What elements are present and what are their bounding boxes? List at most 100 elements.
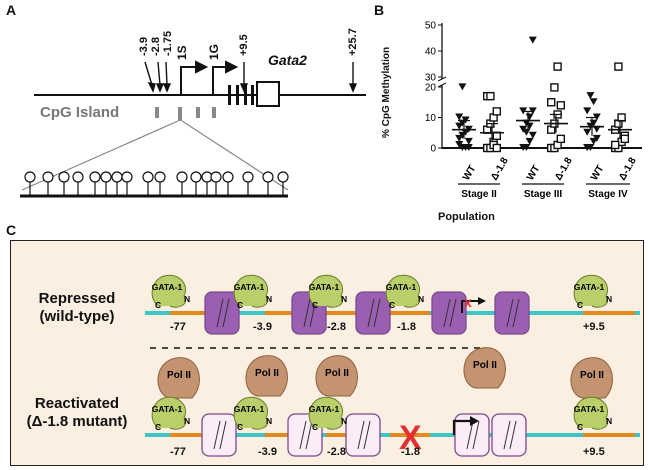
cpg-lollipops bbox=[24, 171, 289, 196]
category-label: Δ-1.8 bbox=[553, 155, 575, 182]
nucleosome-stroke bbox=[449, 298, 457, 328]
gata1-label: GATA-1 bbox=[152, 282, 183, 292]
n-terminus-label: N bbox=[184, 294, 190, 304]
y-tick-label: 30 bbox=[425, 73, 437, 84]
nucleosome-stroke bbox=[305, 420, 313, 450]
nucleosome-stroke bbox=[373, 298, 381, 328]
c-terminus-label: C bbox=[577, 300, 583, 310]
data-point-mutant bbox=[614, 62, 623, 71]
pol2-complex bbox=[315, 355, 358, 397]
c-terminus-label: C bbox=[237, 300, 243, 310]
data-point-wt bbox=[592, 134, 601, 142]
c-terminus-label: C bbox=[237, 422, 243, 432]
data-point-mutant bbox=[556, 101, 566, 110]
pol2-label: Pol II bbox=[167, 370, 191, 381]
data-point-mutant bbox=[556, 134, 566, 144]
gata1-factor bbox=[573, 274, 608, 308]
nucleosome-stroke bbox=[512, 298, 520, 328]
site-arrows bbox=[144, 61, 358, 93]
nucleosome-stroke bbox=[443, 298, 451, 328]
cpg-site-circle bbox=[100, 171, 112, 183]
gata1-factor bbox=[233, 396, 268, 430]
c-terminus-label: C bbox=[155, 422, 161, 432]
reactivated-label: Reactivated (Δ-1.8 mutant) bbox=[26, 395, 128, 430]
y-tick-label: 40 bbox=[425, 47, 437, 58]
pol2-complex bbox=[157, 357, 200, 399]
data-point-wt bbox=[583, 128, 592, 136]
cpg-site-circle bbox=[262, 171, 274, 183]
data-point-wt bbox=[589, 98, 598, 106]
axis-break-mark bbox=[437, 76, 447, 82]
c-terminus-label: C bbox=[389, 300, 395, 310]
blocked-x-icon: x bbox=[464, 294, 472, 310]
tss-arrow bbox=[461, 300, 480, 313]
data-point-mutant bbox=[492, 107, 502, 116]
tss-arrowhead-active bbox=[470, 416, 479, 426]
gata1-label: GATA-1 bbox=[152, 404, 183, 414]
gata1-label: GATA-1 bbox=[386, 282, 417, 292]
nucleosome-closed bbox=[355, 291, 391, 335]
n-terminus-label: N bbox=[341, 416, 347, 426]
category-label: WT bbox=[525, 164, 542, 183]
data-point-wt bbox=[525, 113, 534, 121]
nucleosome-open bbox=[491, 413, 527, 457]
nucleosome-stroke bbox=[357, 420, 365, 450]
pol2-label: Pol II bbox=[473, 360, 497, 371]
pol2-complex bbox=[570, 357, 613, 399]
pos-top-neg77: -77 bbox=[170, 321, 186, 333]
nucleosome-stroke bbox=[466, 420, 474, 450]
nucleosome-closed bbox=[431, 291, 467, 335]
gata1-factor bbox=[151, 396, 186, 430]
data-point-wt bbox=[528, 36, 537, 44]
tss-arrowhead bbox=[478, 297, 486, 305]
n-terminus-label: N bbox=[266, 416, 272, 426]
promoter-label-1s: 1S bbox=[175, 45, 189, 60]
cpg-site-circle bbox=[222, 171, 234, 183]
pos-top-neg1.8: -1.8 bbox=[397, 321, 416, 333]
nucleosome-stroke bbox=[367, 298, 375, 328]
data-point-wt bbox=[586, 92, 595, 100]
pos-bottom-neg1.8: -1.8 bbox=[401, 446, 420, 458]
data-point-mutant bbox=[617, 113, 626, 122]
nucleosome-stroke bbox=[219, 420, 227, 450]
nucleosome-stroke bbox=[363, 420, 371, 450]
n-terminus-label: N bbox=[184, 416, 190, 426]
data-point-wt bbox=[455, 113, 464, 121]
y-tick-label: 50 bbox=[425, 21, 437, 32]
data-point-mutant bbox=[492, 143, 502, 153]
y-tick-label: 10 bbox=[425, 113, 437, 124]
pos-top-neg3.9: -3.9 bbox=[253, 321, 272, 333]
data-point-mutant bbox=[620, 134, 630, 144]
gata1-label: GATA-1 bbox=[574, 282, 605, 292]
pol2-label: Pol II bbox=[325, 368, 349, 379]
category-label: Δ-1.8 bbox=[489, 155, 511, 182]
data-point-wt bbox=[522, 144, 531, 151]
nucleosome-open bbox=[201, 413, 237, 457]
cpg-site-circle bbox=[277, 171, 289, 183]
data-point-wt bbox=[464, 137, 473, 145]
cpg-site-circle bbox=[190, 171, 202, 183]
cpg-site-circle bbox=[111, 171, 123, 183]
site-label-neg2.8: -2.8 bbox=[150, 37, 162, 56]
gata1-label: GATA-1 bbox=[234, 404, 265, 414]
nucleosome-stroke bbox=[503, 420, 511, 450]
pol2-label: Pol II bbox=[255, 368, 279, 379]
data-point-wt bbox=[525, 137, 534, 145]
nucleosome-stroke bbox=[472, 420, 480, 450]
category-label: Δ-1.8 bbox=[617, 155, 639, 182]
c-terminus-label: C bbox=[312, 422, 318, 432]
pol2-label: Pol II bbox=[580, 370, 604, 381]
gata1-factor bbox=[308, 274, 343, 308]
nucleosome-open bbox=[345, 413, 381, 457]
site-label-neg3.9: -3.9 bbox=[138, 37, 150, 56]
n-terminus-label: N bbox=[606, 294, 612, 304]
tss-arrow-active bbox=[452, 419, 472, 435]
data-point-wt bbox=[583, 144, 592, 151]
gata1-label: GATA-1 bbox=[574, 404, 605, 414]
data-point-mutant bbox=[550, 83, 559, 92]
gata1-factor bbox=[308, 396, 343, 430]
gata1-label: GATA-1 bbox=[309, 282, 340, 292]
stage-label: Stage IV bbox=[588, 189, 628, 200]
